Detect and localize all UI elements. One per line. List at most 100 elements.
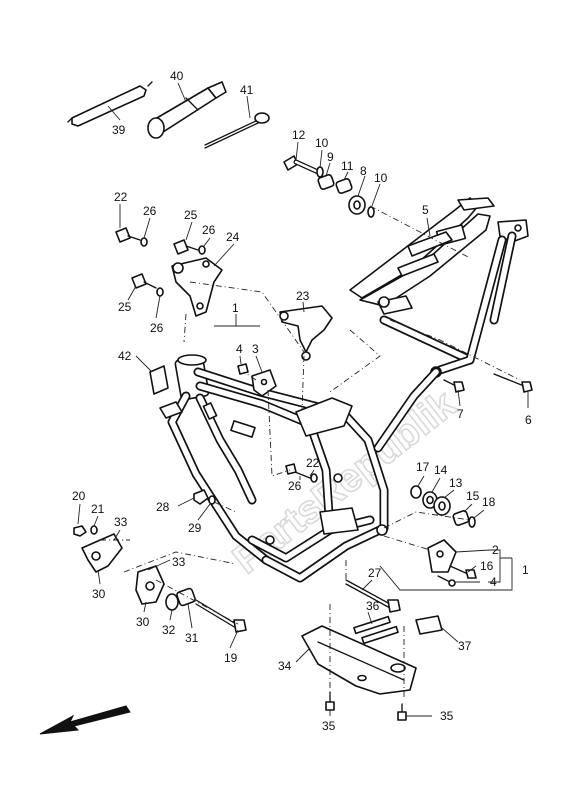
washer-29	[208, 495, 216, 505]
washer-10	[316, 166, 324, 178]
washer-10b	[367, 206, 375, 218]
bolt-16	[449, 565, 477, 579]
callout-24: 24	[226, 230, 240, 244]
callout-1a: 1	[232, 301, 239, 315]
bracket-3	[251, 369, 277, 397]
callout-10a: 10	[315, 136, 329, 150]
washer-26d	[310, 473, 318, 483]
bolt-27	[345, 579, 401, 613]
callout-22b: 22	[306, 456, 320, 470]
callout-17: 17	[416, 460, 430, 474]
callout-10b: 10	[374, 171, 388, 185]
callout-5: 5	[422, 203, 429, 217]
callout-7: 7	[457, 407, 464, 421]
bolt-7	[443, 379, 465, 393]
callout-36: 36	[366, 599, 380, 613]
spacer-32	[165, 593, 179, 611]
callout-30b: 30	[136, 615, 150, 629]
washer-26c	[156, 287, 164, 297]
callout-33b: 33	[172, 555, 186, 569]
callout-27: 27	[368, 566, 382, 580]
washer-26	[140, 237, 148, 247]
callout-9: 9	[327, 150, 334, 164]
callout-25b: 25	[118, 300, 132, 314]
bolt-4b	[437, 575, 456, 587]
nut-20	[73, 525, 87, 537]
callout-16: 16	[480, 559, 494, 573]
collar-9	[317, 174, 335, 190]
callout-26c: 26	[150, 321, 164, 335]
collar-31	[176, 587, 196, 607]
through-bolt-19	[195, 599, 247, 633]
label-sticker-42	[149, 365, 169, 395]
bushing-8	[348, 195, 366, 215]
bracket-24	[171, 257, 223, 317]
callout-19: 19	[224, 651, 238, 665]
callout-26a: 26	[143, 204, 157, 218]
callout-41: 41	[240, 83, 254, 97]
collar-17	[410, 485, 422, 499]
collar-15	[452, 510, 470, 526]
pin-41	[204, 112, 270, 149]
callout-21: 21	[91, 502, 105, 516]
callout-12: 12	[292, 128, 306, 142]
bracket-30b	[135, 565, 165, 605]
rear-subframe-5	[349, 197, 529, 378]
callout-6: 6	[525, 413, 532, 427]
main-frame	[159, 354, 441, 583]
bolt-22b	[285, 463, 311, 479]
bracket-30	[81, 533, 123, 573]
leader-lines	[77, 82, 529, 717]
front-direction-arrow-icon	[39, 705, 131, 735]
callout-34: 34	[278, 659, 292, 673]
bolt-6	[493, 373, 533, 393]
rubber-pad-36	[353, 615, 399, 645]
callout-29: 29	[188, 521, 202, 535]
callout-14: 14	[434, 463, 448, 477]
bracket-23	[279, 305, 333, 361]
callout-4b: 4	[490, 575, 497, 589]
callout-35a: 35	[322, 719, 336, 733]
bolt-35	[325, 691, 335, 711]
callout-25a: 25	[184, 208, 198, 222]
assembly-guide-lines	[100, 205, 521, 700]
callout-32: 32	[162, 623, 176, 637]
callout-42: 42	[118, 349, 132, 363]
bolt-22	[115, 227, 141, 243]
callout-22a: 22	[114, 190, 128, 204]
callout-15: 15	[466, 489, 480, 503]
bolt-4	[237, 363, 249, 375]
bolt-25	[173, 239, 199, 255]
callout-37: 37	[458, 639, 472, 653]
callout-30a: 30	[92, 587, 106, 601]
callout-26b: 26	[202, 223, 216, 237]
bolt-35b	[397, 703, 407, 721]
callout-40: 40	[170, 69, 184, 83]
callout-11: 11	[341, 159, 354, 173]
callout-4a: 4	[236, 342, 243, 356]
callout-1b: 1	[522, 563, 529, 577]
callout-20: 20	[72, 489, 86, 503]
callout-3: 3	[252, 342, 259, 356]
callout-2: 2	[492, 543, 499, 557]
callout-labels: 39 40 41 12 10 9 11 8 10 5 22 26 25 26 2…	[72, 69, 532, 733]
callout-8: 8	[360, 164, 367, 178]
bracket-37	[415, 615, 443, 635]
callout-31: 31	[185, 631, 199, 645]
bolt-25b	[131, 273, 157, 289]
washer-26b	[198, 245, 206, 255]
callout-39: 39	[112, 123, 126, 137]
callout-28: 28	[156, 500, 170, 514]
callout-18: 18	[482, 495, 496, 509]
callout-13: 13	[449, 476, 463, 490]
wrench-39	[67, 81, 153, 127]
callout-26d: 26	[288, 479, 302, 493]
bracket-2	[427, 539, 457, 573]
callout-35b: 35	[440, 709, 454, 723]
washer-18	[468, 516, 476, 528]
nut-28	[193, 489, 209, 505]
washer-21	[90, 525, 98, 535]
bolt-12	[283, 155, 321, 175]
callout-23: 23	[296, 289, 310, 303]
